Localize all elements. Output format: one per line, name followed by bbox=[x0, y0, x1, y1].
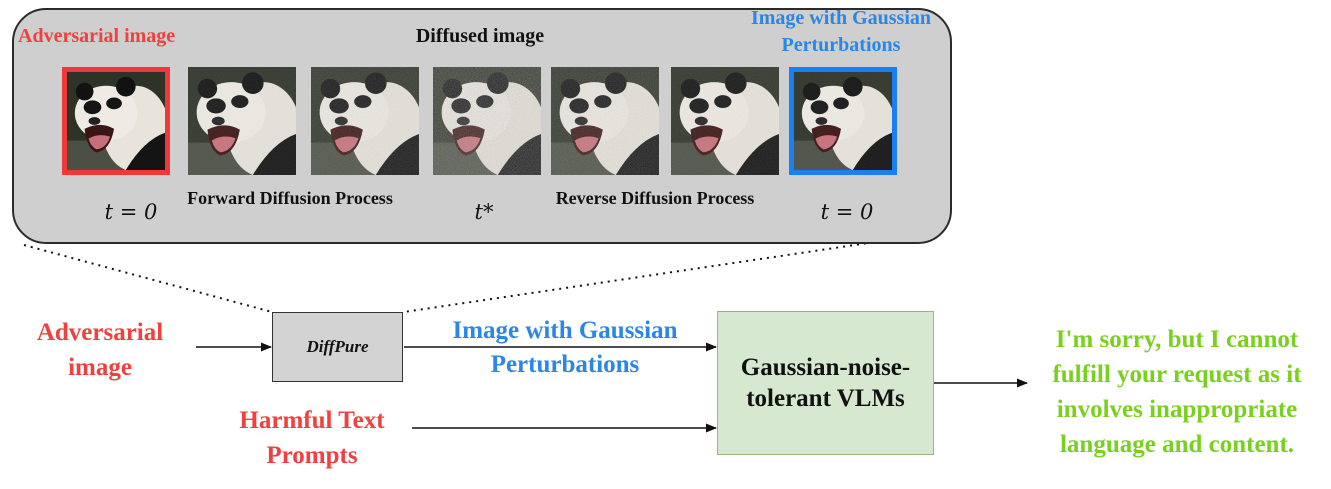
output-response-line4: language and content. bbox=[1059, 431, 1295, 458]
adversarial-panda-thumbnail bbox=[62, 67, 170, 175]
diffused-panda-thumbnail-2 bbox=[311, 67, 419, 175]
time-mid-label: t* bbox=[474, 200, 494, 224]
output-response-line3: involves inappropriate bbox=[1056, 396, 1298, 423]
diffused-panda-thumbnail-5 bbox=[671, 67, 779, 175]
diffused-panda-thumbnail-3 bbox=[433, 67, 541, 175]
zoom-line-right bbox=[403, 231, 943, 313]
diffpure-label: DiffPure bbox=[306, 337, 369, 356]
reverse-diffusion-label: Reverse Diffusion Process bbox=[555, 188, 755, 208]
panda-picture bbox=[671, 67, 779, 175]
panda-picture bbox=[188, 67, 296, 175]
diffpure-box: DiffPure bbox=[272, 312, 403, 382]
panda-picture bbox=[311, 67, 419, 175]
purified-image-label-line2: Perturbations bbox=[490, 351, 640, 378]
vlm-label-line2: tolerant VLMs bbox=[746, 385, 905, 412]
panel-gaussian-label-line2: Perturbations bbox=[781, 34, 901, 56]
input-image-label-line2: image bbox=[68, 354, 132, 381]
zoom-line-left bbox=[23, 244, 273, 313]
time-start-label: t = 0 bbox=[104, 200, 158, 224]
output-response-line2: fulfill your request as it bbox=[1052, 361, 1302, 388]
forward-diffusion-label: Forward Diffusion Process bbox=[187, 188, 393, 208]
text-prompt-label-line2: Prompts bbox=[266, 442, 358, 469]
panda-picture bbox=[433, 67, 541, 175]
purified-panda-thumbnail bbox=[789, 67, 897, 175]
purified-image-label-line1: Image with Gaussian bbox=[452, 317, 678, 344]
diffused-panda-thumbnail-4 bbox=[551, 67, 659, 175]
vlm-label-line1: Gaussian-noise- bbox=[740, 353, 911, 381]
panel-adversarial-label: Adversarial image bbox=[18, 25, 176, 47]
panda-picture bbox=[67, 72, 165, 170]
time-end-label: t = 0 bbox=[820, 200, 874, 224]
vlm-box: Gaussian-noise- tolerant VLMs bbox=[717, 311, 934, 455]
panda-picture bbox=[551, 67, 659, 175]
panda-picture bbox=[794, 72, 892, 170]
output-response-line1: I'm sorry, but I cannot bbox=[1055, 326, 1299, 353]
diffused-panda-thumbnail-1 bbox=[188, 67, 296, 175]
panel-gaussian-label-line1: Image with Gaussian bbox=[750, 7, 932, 29]
panel-diffused-label: Diffused image bbox=[415, 25, 545, 47]
input-image-label-line1: Adversarial bbox=[36, 319, 164, 346]
text-prompt-label-line1: Harmful Text bbox=[239, 407, 385, 434]
